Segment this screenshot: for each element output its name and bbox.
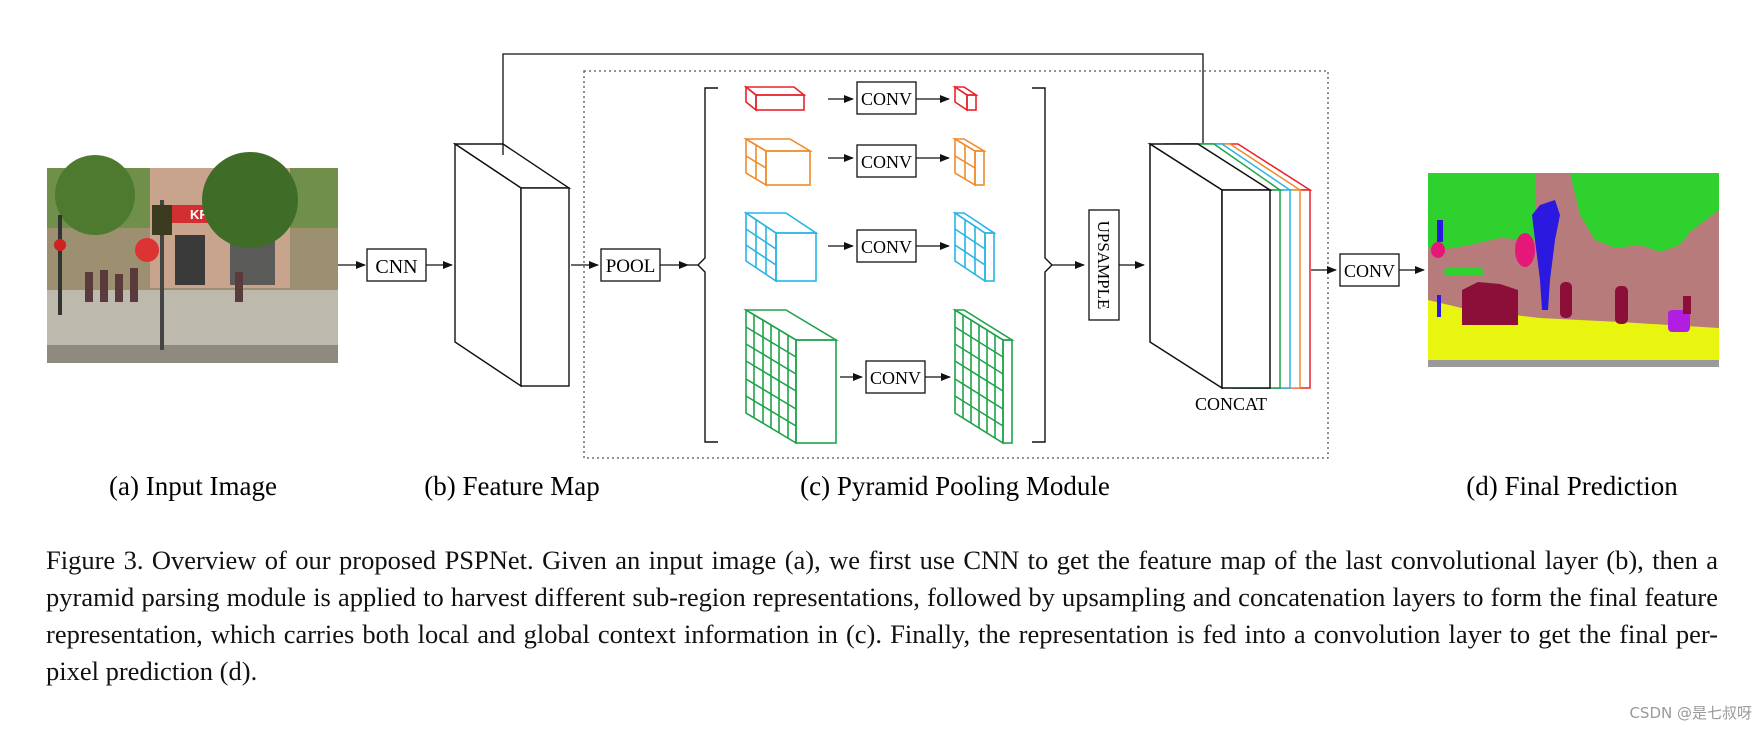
final-prediction-map (1428, 173, 1719, 367)
feature-map-label: (b) Feature Map (424, 471, 599, 501)
input-image: KFC (47, 152, 338, 363)
conv-label-1: CONV (861, 89, 912, 109)
input-image-label: (a) Input Image (109, 471, 277, 501)
concat-block (1147, 142, 1313, 390)
watermark: CSDN @是七叔呀 (1629, 704, 1752, 722)
pspnet-diagram: KFC CNN POOL (47, 53, 1719, 501)
feature-map-block (452, 142, 572, 388)
figure-caption: Figure 3. Overview of our proposed PSPNe… (46, 545, 1718, 686)
conv-output-2x2 (952, 137, 987, 187)
conv-box-4 (865, 360, 926, 394)
conv-label-4: CONV (870, 368, 921, 388)
pool-bin-2x2 (743, 137, 813, 187)
ppm-region (583, 70, 1329, 459)
conv-box-2 (856, 144, 917, 178)
pool-box (600, 248, 661, 282)
conv-label-3: CONV (861, 237, 912, 257)
concat-label: CONCAT (1195, 394, 1267, 414)
pool-bin-1x1 (743, 85, 807, 112)
final-conv-label: CONV (1344, 261, 1395, 281)
left-bracket (697, 87, 718, 443)
ppm-label: (c) Pyramid Pooling Module (800, 471, 1110, 501)
conv-label-2: CONV (861, 152, 912, 172)
conv-output-1x1 (952, 85, 979, 112)
pool-bin-3x3 (743, 211, 819, 283)
cnn-label: CNN (375, 256, 417, 278)
pool-bin-6x6 (743, 308, 839, 445)
right-bracket (1032, 87, 1053, 443)
conv-output-6x6 (952, 308, 1015, 445)
conv-box-3 (856, 229, 917, 263)
skip-connection-arrow (502, 53, 1207, 163)
final-prediction-label: (d) Final Prediction (1466, 471, 1678, 501)
upsample-label: UPSAMPLE (1094, 221, 1113, 310)
conv-output-3x3 (952, 211, 997, 283)
conv-box-1 (856, 81, 917, 115)
pool-label: POOL (606, 256, 656, 277)
